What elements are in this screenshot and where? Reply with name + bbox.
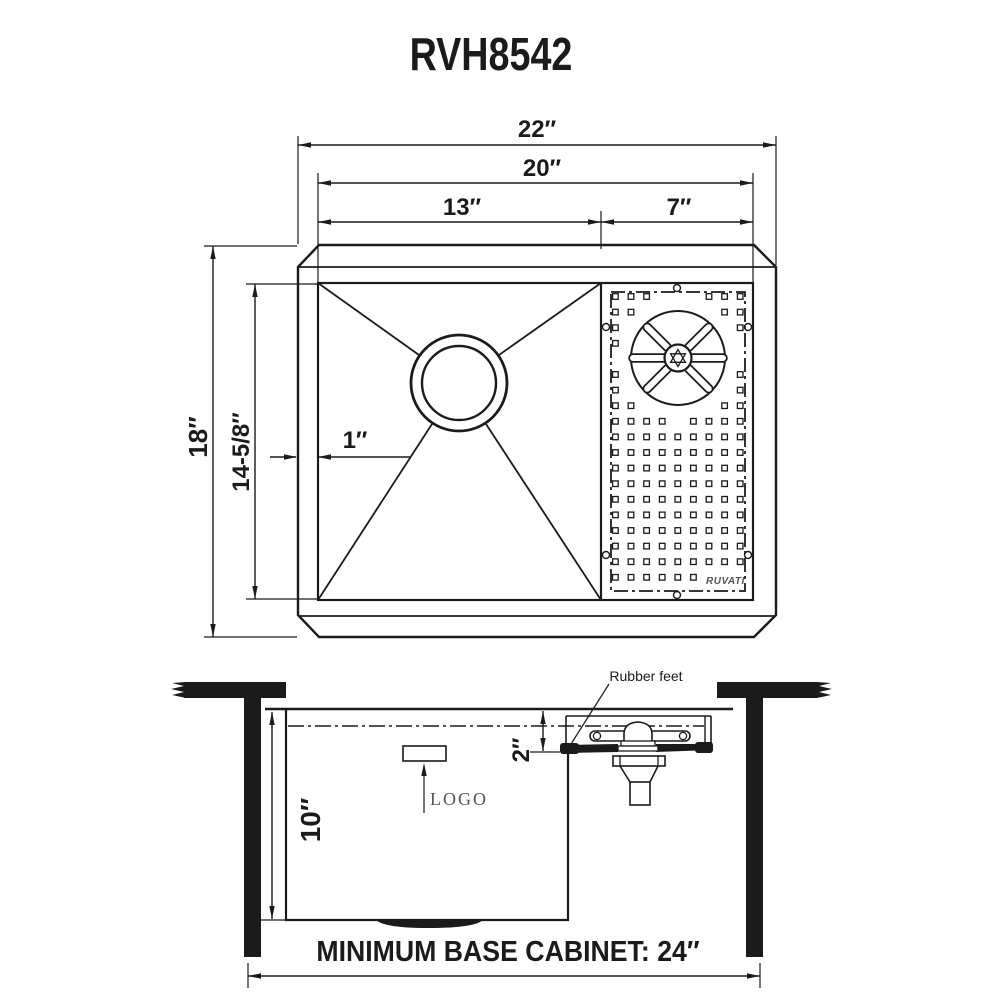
- extension-lines-top-view: [204, 136, 777, 638]
- rinser-drain-assembly: [612, 755, 666, 806]
- rubber-foot-right: [695, 742, 713, 753]
- cabinet-panel-left: [244, 698, 261, 957]
- cabinet-panel-right: [746, 698, 763, 957]
- rinser-nozzle: [623, 721, 653, 744]
- drying-tray-section: [560, 715, 713, 754]
- dim-overall-width-label: 22″: [518, 116, 557, 143]
- sink-top-view: RUVATI 22″ 20″ 13″ 7″ 18″ 14-5/8″ 1″: [183, 116, 778, 639]
- drain-icon: [409, 333, 509, 433]
- logo-label: LOGO: [430, 789, 488, 809]
- glass-rinser-icon: [628, 310, 728, 406]
- mat-feet: [601, 283, 753, 600]
- dim-tray-width-label: 7″: [667, 194, 692, 221]
- dim-tray-depth-label: 2″: [508, 737, 535, 762]
- drying-mat: RUVATI: [601, 283, 753, 600]
- rubber-feet-leader: [570, 683, 610, 745]
- sink-section-view: Rubber feet LOGO 10″ 2″ MINIMUM BASE CAB…: [171, 668, 832, 988]
- rubber-foot-left: [560, 743, 579, 754]
- mat-perforation-pattern: [611, 293, 744, 581]
- sink-outer-rim: [296, 243, 778, 639]
- countertop-right: [717, 682, 832, 698]
- dim-rim-label: 1″: [343, 427, 368, 454]
- dim-bowl-width-label: 13″: [443, 194, 482, 221]
- dim-bowl-depth-label: 14-5/8″: [228, 412, 255, 492]
- brand-logo: RUVATI: [706, 576, 745, 587]
- countertop-left: [171, 682, 286, 698]
- model-number: RVH8542: [410, 28, 573, 79]
- dim-inner-width-label: 20″: [523, 155, 562, 182]
- mat-border: [610, 291, 746, 592]
- basin-opening: [316, 281, 755, 602]
- rubber-feet-label: Rubber feet: [609, 668, 682, 684]
- dim-overall-depth-label: 18″: [183, 416, 213, 457]
- rinser-star-icon: [669, 348, 687, 368]
- logo-box: [402, 745, 447, 762]
- drain-recess: [375, 919, 484, 928]
- dim-bowl-depth-section-label: 10″: [295, 798, 326, 843]
- bowl-fold-lines: [317, 282, 602, 601]
- logo-callout: LOGO: [402, 745, 488, 813]
- min-base-cabinet-label: MINIMUM BASE CABINET: 24″: [316, 935, 699, 967]
